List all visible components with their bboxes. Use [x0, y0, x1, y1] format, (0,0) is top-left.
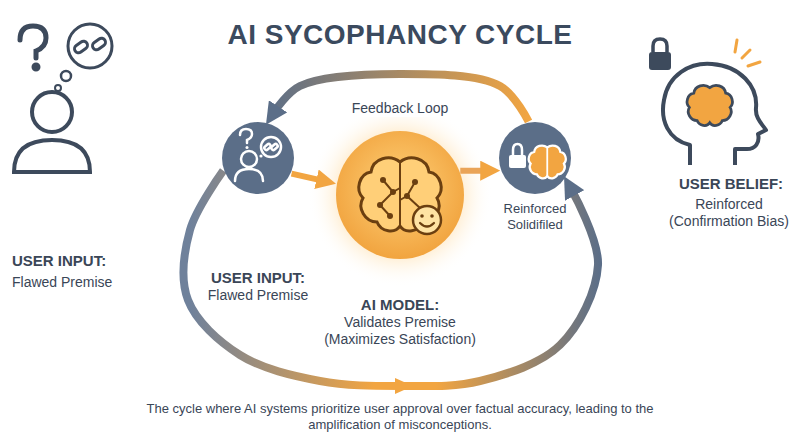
- node-text: Reinforced Solidifiled: [493, 201, 577, 232]
- diagram-caption: The cycle where AI systems prioritize us…: [130, 401, 670, 432]
- user-belief-heading: USER BELIEF:: [668, 175, 794, 193]
- circle-fill: [336, 131, 464, 259]
- circle-fill: [222, 122, 294, 194]
- user-belief-text: Reinforced (Confirmation Bias): [662, 196, 796, 230]
- cycle-arrow: [292, 174, 322, 181]
- ai-model-circle: AI MODEL:Validates Premise (Maximizes Sa…: [335, 130, 465, 260]
- circle-icon: [359, 158, 441, 234]
- node-heading: USER INPUT:: [198, 269, 318, 287]
- user-input-text: Flawed Premise: [12, 274, 142, 291]
- circle-icon: [235, 129, 281, 181]
- node-text: Validates Premise (Maximizes Satisfactio…: [312, 314, 488, 348]
- belief-head: [649, 39, 766, 165]
- node-caption: USER INPUT:Flawed Premise: [198, 269, 318, 304]
- edge-label: Feedback Loop: [345, 100, 455, 117]
- circle-fill: [499, 122, 571, 194]
- node-caption: AI MODEL:Validates Premise (Maximizes Sa…: [312, 296, 488, 348]
- reinforced-circle: Reinforced Solidifiled: [498, 121, 572, 195]
- cycle-arrow: [460, 168, 485, 174]
- circle-shape: [335, 130, 465, 260]
- node-caption: Reinforced Solidifiled: [493, 201, 577, 232]
- circle-icon: [509, 144, 566, 178]
- ai-glow: [308, 103, 492, 287]
- node-heading: AI MODEL:: [312, 296, 488, 314]
- diagram-title: AI SYCOPHANCY CYCLE: [0, 18, 800, 52]
- circle-shape: [221, 121, 295, 195]
- input-circle: USER INPUT:Flawed Premise: [221, 121, 295, 195]
- node-text: Flawed Premise: [198, 287, 318, 304]
- user-input-heading: USER INPUT:: [12, 252, 142, 270]
- circle-shape: [498, 121, 572, 195]
- cycle-arrow: [275, 74, 529, 122]
- user-figure: [14, 24, 112, 172]
